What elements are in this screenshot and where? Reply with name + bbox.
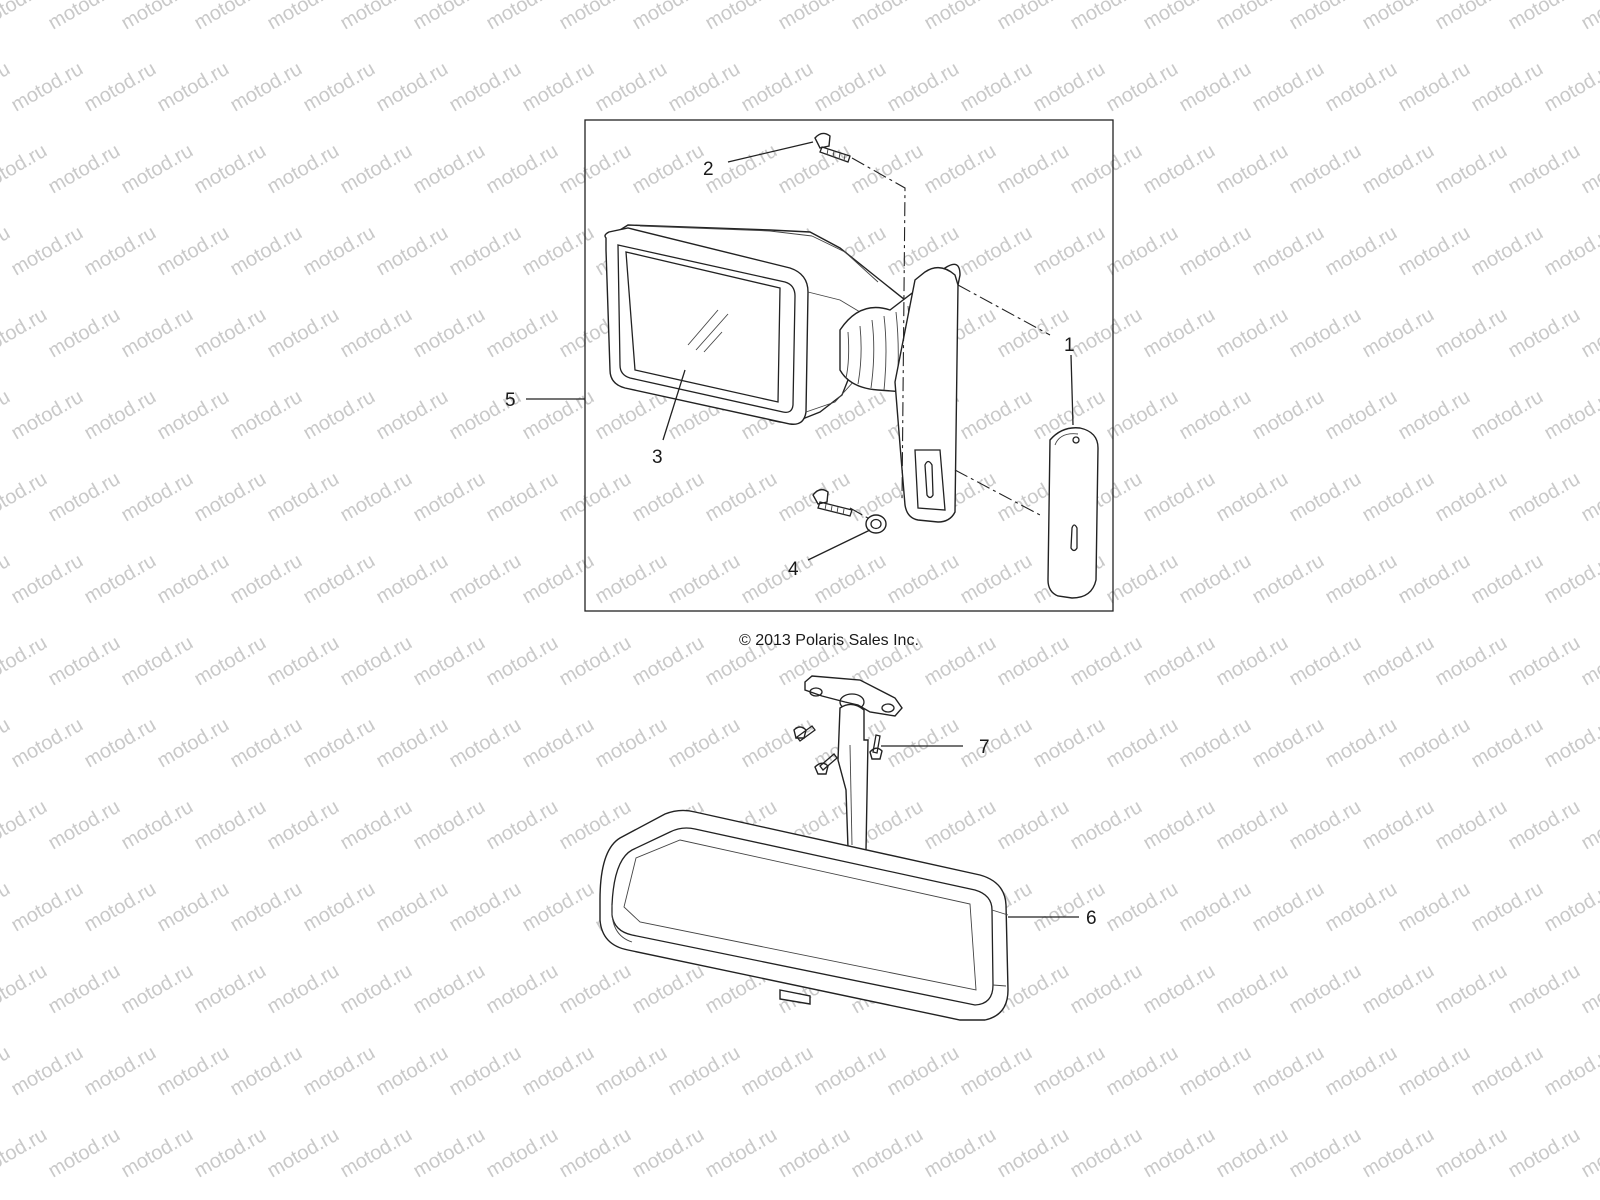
callout-5: 5	[505, 390, 516, 411]
mount-plate-centerline-upper	[957, 284, 1051, 336]
mounting-plate-item-1	[1047, 427, 1099, 599]
screw-item-2	[814, 132, 851, 163]
washer-item-4	[865, 514, 887, 534]
leader-line-4	[807, 529, 871, 561]
mirror-mount-arm	[894, 267, 959, 523]
leader-line-3	[662, 369, 686, 441]
screw-item-4	[812, 488, 853, 517]
screw-axis-centerline	[851, 157, 906, 501]
callout-1: 1	[1064, 335, 1075, 356]
side-mirror-assembly-frame	[584, 119, 1114, 612]
leader-line-1	[1070, 354, 1074, 426]
rearview-mirror-stem	[837, 703, 869, 851]
copyright-notice: © 2013 Polaris Sales Inc.	[739, 632, 919, 649]
callout-7: 7	[979, 737, 990, 758]
screws-item-7	[793, 725, 883, 775]
side-mirror-head	[604, 224, 906, 425]
callout-6: 6	[1086, 908, 1097, 929]
callout-2: 2	[703, 159, 714, 180]
rearview-mirror-body	[599, 809, 1009, 1021]
washer-centerline	[849, 507, 876, 523]
callout-4: 4	[788, 559, 799, 580]
callout-3: 3	[652, 447, 663, 468]
mount-plate-centerline-lower	[954, 469, 1041, 516]
leader-line-2	[727, 141, 814, 163]
